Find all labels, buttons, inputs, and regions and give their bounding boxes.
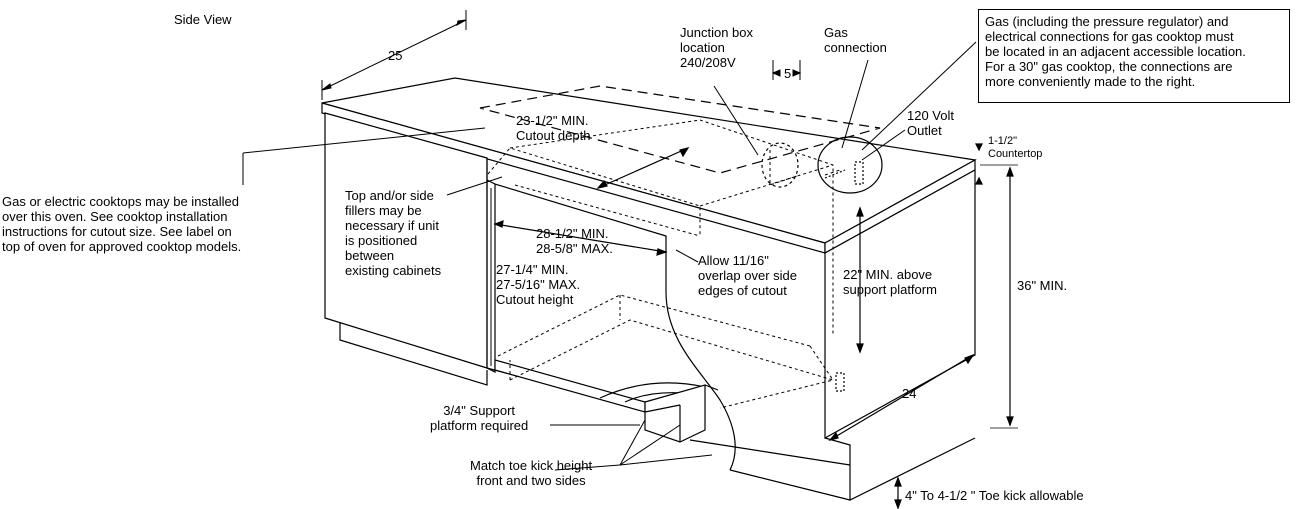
cooktop-cutout bbox=[479, 85, 881, 174]
outlet-label: 120 Volt Outlet bbox=[907, 108, 954, 138]
platform-cutaway bbox=[599, 382, 706, 399]
dim-5-label: 5 bbox=[784, 66, 792, 81]
right-cabinet bbox=[824, 168, 976, 440]
cutout-frame bbox=[486, 158, 667, 373]
cooktop-note: Gas or electric cooktops may be installe… bbox=[2, 194, 242, 254]
dim-25 bbox=[321, 10, 467, 100]
support-platform-label: 3/4" Support platform required bbox=[430, 403, 529, 433]
toe-kick-block bbox=[644, 384, 706, 443]
view-title: Side View bbox=[174, 12, 232, 27]
dim-25-label: 25 bbox=[388, 48, 403, 63]
leader-lines bbox=[242, 41, 977, 471]
overlap-label: Allow 11/16" overlap over side edges of … bbox=[698, 253, 797, 298]
cutaway-curve bbox=[665, 291, 736, 471]
gas-connection-label: Gas connection bbox=[824, 25, 887, 55]
gas-connection-marker bbox=[817, 136, 883, 194]
gas-note-box: Gas (including the pressure regulator) a… bbox=[978, 9, 1290, 103]
left-toe-kick bbox=[339, 322, 488, 386]
cutout-depth-label: 23-1/2" MIN. Cutout depth bbox=[516, 113, 591, 143]
toe-kick-allow-label: 4" To 4-1/2 " Toe kick allowable bbox=[905, 488, 1084, 503]
cutout-width-label: 28-1/2" MIN. 28-5/8" MAX. bbox=[536, 226, 613, 256]
height-36-label: 36" MIN. bbox=[1017, 278, 1068, 293]
gas-note-text: Gas (including the pressure regulator) a… bbox=[985, 14, 1246, 89]
dim-24-label: 24 bbox=[902, 386, 917, 401]
fillers-label: Top and/or side fillers may be necessary… bbox=[345, 188, 442, 278]
above-platform-label: 22" MIN. above support platform bbox=[843, 267, 937, 297]
junction-box-marker bbox=[761, 142, 799, 188]
toe-kick-match-label: Match toe kick height front and two side… bbox=[470, 458, 593, 488]
cutout-height-label: 27-1/4" MIN. 27-5/16" MAX. Cutout height bbox=[496, 262, 581, 307]
hidden-cavity bbox=[487, 119, 841, 409]
dim-5 bbox=[771, 60, 802, 80]
countertop-label: 1-1/2" Countertop bbox=[988, 135, 1043, 160]
junction-box-label: Junction box location 240/208V bbox=[680, 25, 753, 70]
